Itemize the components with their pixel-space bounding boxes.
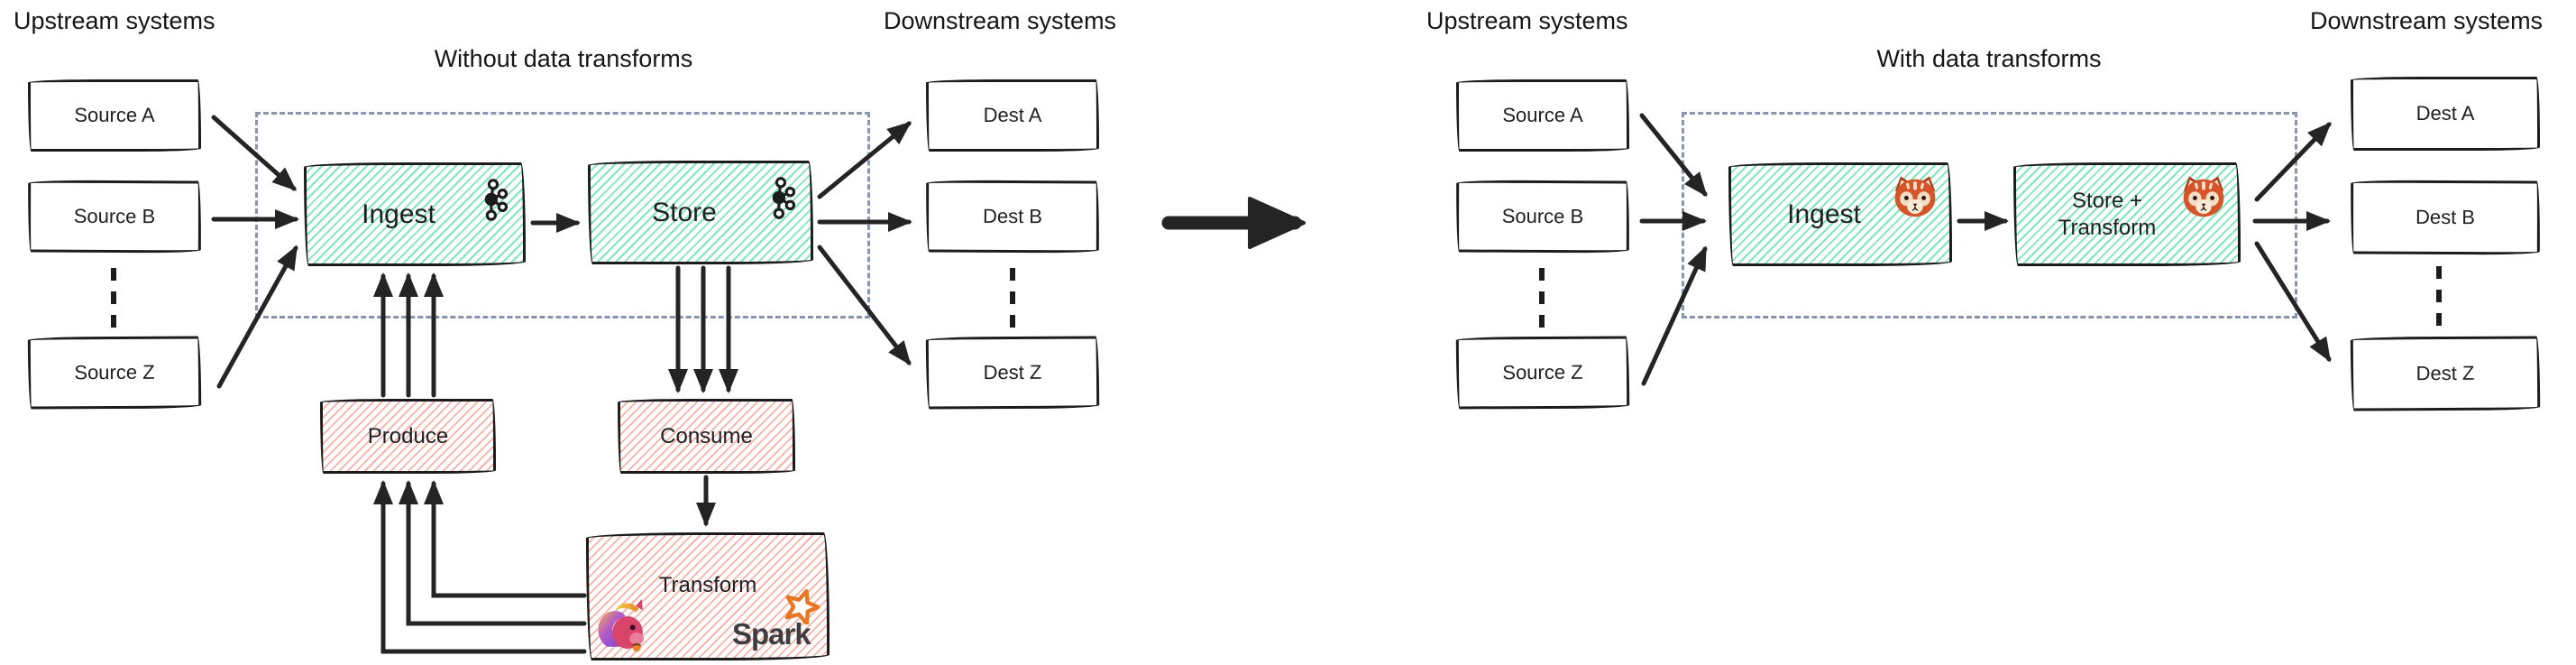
spark-star-icon xyxy=(784,588,820,624)
kafka-icon xyxy=(772,177,796,219)
left-dest-z-label: Dest Z xyxy=(983,360,1042,384)
kafka-icon xyxy=(484,179,509,221)
left-source-b-label: Source B xyxy=(73,204,156,228)
right-dest-z-box: Dest Z xyxy=(2350,336,2541,411)
arrow-store-destZ xyxy=(817,245,912,366)
left-store-box: Store xyxy=(588,161,813,264)
right-store-transform-box: Store + Transform xyxy=(2013,162,2241,266)
left-dest-b-box: Dest B xyxy=(925,180,1100,254)
right-dest-a-box: Dest A xyxy=(2351,77,2540,151)
redpanda-icon xyxy=(1894,176,1936,217)
produce-label: Produce xyxy=(367,423,449,448)
arrow-r-sourceA-ingest xyxy=(1639,113,1708,198)
consume-box: Consume xyxy=(618,399,795,474)
ellipsis-connectors xyxy=(111,266,2442,332)
arrow-transform-produce-3 xyxy=(373,480,587,654)
left-platform-boundary xyxy=(255,112,870,319)
transform-label: Transform xyxy=(658,573,757,597)
right-store-transform-label: Store + Transform xyxy=(2058,188,2156,241)
right-ingest-label: Ingest xyxy=(1787,199,1861,229)
left-source-b-box: Source B xyxy=(27,180,202,254)
left-downstream-label: Downstream systems xyxy=(884,7,1117,34)
left-source-a-label: Source A xyxy=(74,104,155,126)
flink-squirrel-icon xyxy=(598,598,644,652)
spark-wordmark: Spark xyxy=(732,617,811,651)
right-upstream-label: Upstream systems xyxy=(1426,7,1628,34)
arrow-transform-produce-2 xyxy=(399,480,587,626)
left-ingest-box: Ingest xyxy=(304,162,526,266)
store-transform-line1: Store + xyxy=(2071,189,2143,214)
arrow-sourceZ-ingest xyxy=(216,245,298,389)
arrow-r-sourceZ-ingest xyxy=(1641,245,1708,386)
right-diagram-arrows xyxy=(1639,113,2332,386)
arrow-store-destA xyxy=(817,121,912,199)
arrow-r-store-destZ xyxy=(2254,241,2332,363)
spark-logo: Spark xyxy=(727,588,835,660)
arrow-sourceA-ingest xyxy=(211,115,297,191)
right-source-a-box: Source A xyxy=(1456,79,1629,152)
left-upstream-label: Upstream systems xyxy=(14,7,215,34)
redpanda-icon xyxy=(2183,176,2224,217)
right-source-b-box: Source B xyxy=(1455,180,1630,254)
left-source-z-box: Source Z xyxy=(27,336,202,410)
left-dest-a-label: Dest A xyxy=(983,104,1042,126)
right-dest-b-box: Dest B xyxy=(2350,180,2541,255)
flink-icon xyxy=(595,596,644,658)
left-source-z-label: Source Z xyxy=(74,360,155,384)
produce-box: Produce xyxy=(320,399,496,474)
store-transform-line2: Transform xyxy=(2058,215,2157,240)
right-source-b-label: Source B xyxy=(1501,204,1584,228)
right-source-z-box: Source Z xyxy=(1455,336,1630,410)
arrow-transform-produce-1 xyxy=(424,480,587,598)
right-dest-b-label: Dest B xyxy=(2415,205,2476,229)
right-title: With data transforms xyxy=(1876,45,2102,72)
left-diagram-arrows xyxy=(211,115,912,654)
right-dest-a-label: Dest A xyxy=(2416,102,2475,125)
arrow-r-store-destA xyxy=(2254,122,2332,202)
consume-label: Consume xyxy=(660,423,753,448)
left-dest-b-label: Dest B xyxy=(982,204,1043,228)
right-source-a-label: Source A xyxy=(1502,104,1583,126)
right-source-z-label: Source Z xyxy=(1502,360,1583,384)
left-dest-a-box: Dest A xyxy=(926,79,1099,152)
left-store-label: Store xyxy=(652,197,717,227)
right-downstream-label: Downstream systems xyxy=(2310,7,2544,34)
right-ingest-box: Ingest xyxy=(1728,162,1952,266)
left-source-a-box: Source A xyxy=(28,79,201,152)
right-dest-z-label: Dest Z xyxy=(2416,361,2475,385)
left-title: Without data transforms xyxy=(434,45,693,72)
left-dest-z-box: Dest Z xyxy=(925,336,1100,410)
left-ingest-label: Ingest xyxy=(362,199,435,229)
